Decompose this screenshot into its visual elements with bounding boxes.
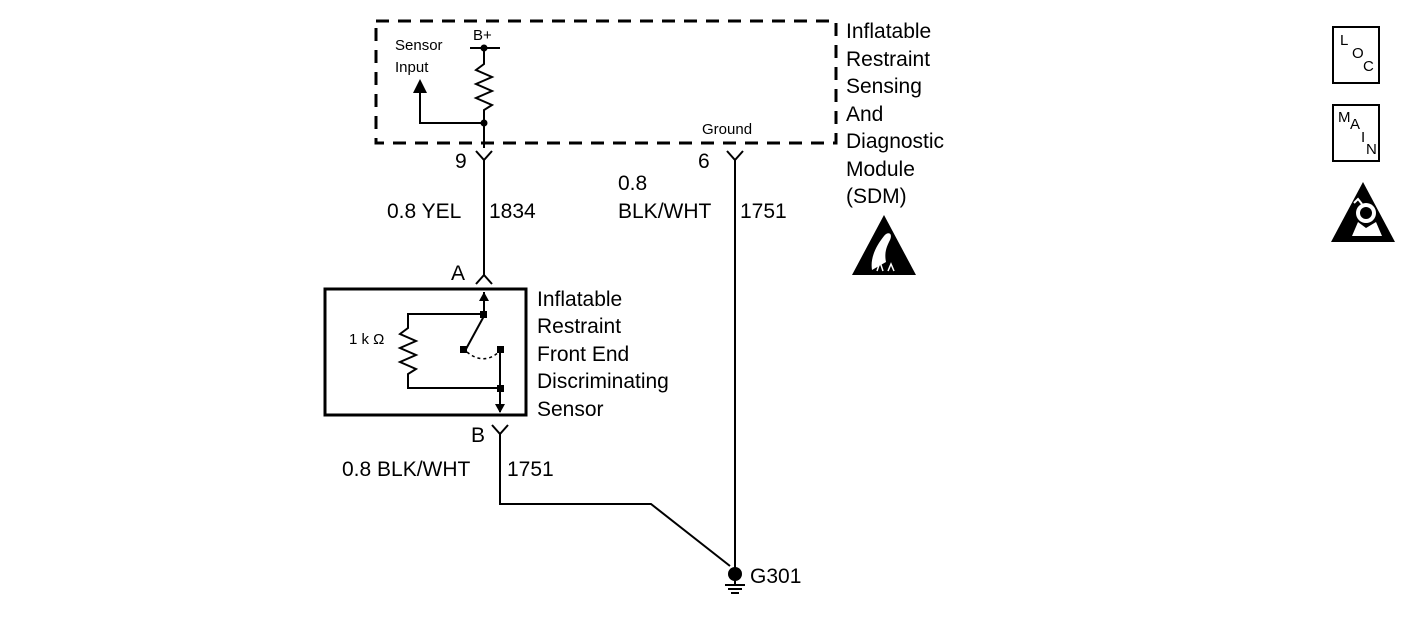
sensor-switch-travel	[466, 350, 501, 360]
sdm-title-line-5: Diagnostic	[846, 130, 944, 153]
loc-icon[interactable]: L O C	[1332, 26, 1380, 84]
main-icon[interactable]: M A I N	[1332, 104, 1380, 162]
sdm-title-line-2: Restraint	[846, 48, 930, 71]
wire-sdm-ground-circuit: 1751	[740, 200, 787, 223]
pin9-label: 9	[455, 150, 467, 173]
sensor-resistor-loop	[397, 313, 500, 389]
loc-letter-l: L	[1340, 32, 1349, 49]
front-end-sensor-box	[323, 287, 528, 417]
sensor-title: Inflatable Restraint Front End Discrimin…	[537, 288, 669, 421]
sdm-title-line-7: (SDM)	[846, 185, 907, 208]
sensor-switch-pivot	[460, 346, 467, 353]
main-letter-i: I	[1361, 129, 1366, 146]
esd-warning-icon	[852, 215, 916, 275]
main-letter-m: M	[1338, 109, 1351, 126]
sensor-arrow-top	[479, 292, 489, 301]
sensor-title-line-1: Inflatable	[537, 288, 622, 311]
sensor-switch-blade	[465, 315, 485, 350]
pin-a-label: A	[451, 262, 465, 285]
wire-yel-label: 0.8 YEL	[387, 200, 461, 223]
wire-sensor-ground-1751	[499, 434, 731, 567]
sensor-switch-contact	[497, 346, 504, 353]
sdm-title-line-1: Inflatable	[846, 20, 931, 43]
sensor-title-line-4: Discriminating	[537, 370, 669, 393]
airbag-warning-icon	[1331, 182, 1395, 242]
sdm-title-line-6: Module	[846, 158, 915, 181]
pin-b-connector	[491, 424, 509, 436]
sdm-module-box	[374, 19, 838, 145]
wire-sdm-ground-color: BLK/WHT	[618, 200, 712, 223]
sensor-input-line	[419, 92, 484, 124]
loc-letter-o: O	[1352, 45, 1364, 62]
loc-letter-c: C	[1363, 58, 1374, 75]
sensor-title-line-2: Restraint	[537, 315, 621, 338]
sensor-input-label-2: Input	[395, 59, 429, 76]
sdm-title-line-3: Sensing	[846, 75, 922, 98]
ground-pin-label: Ground	[702, 121, 752, 138]
sensor-input-label-1: Sensor	[395, 37, 443, 54]
bplus-label: B+	[473, 27, 492, 44]
main-letter-n: N	[1366, 141, 1377, 158]
wire-sdm-ground-size: 0.8	[618, 172, 647, 195]
wire-sensor-ground-label: 0.8 BLK/WHT	[342, 458, 471, 481]
sensor-input-arrow	[413, 79, 427, 93]
sensor-title-line-5: Sensor	[537, 398, 604, 421]
wire-yel-circuit: 1834	[489, 200, 536, 223]
sdm-pullup-resistor	[473, 48, 495, 123]
ground-point-label: G301	[750, 565, 801, 588]
pin-a-connector	[475, 273, 493, 285]
sdm-title: Inflatable Restraint Sensing And Diagnos…	[846, 20, 944, 208]
sdm-title-line-4: And	[846, 103, 883, 126]
sensor-arrow-bottom	[495, 404, 505, 413]
pin6-label: 6	[698, 150, 710, 173]
pin6-connector	[726, 150, 744, 162]
sensor-resistor-label: 1 k Ω	[349, 331, 384, 348]
pin-b-label: B	[471, 424, 485, 447]
main-letter-a: A	[1350, 116, 1361, 133]
pin9-connector	[475, 150, 493, 162]
sensor-title-line-3: Front End	[537, 343, 629, 366]
ground-symbol	[725, 567, 745, 594]
wire-sensor-ground-circuit: 1751	[507, 458, 554, 481]
